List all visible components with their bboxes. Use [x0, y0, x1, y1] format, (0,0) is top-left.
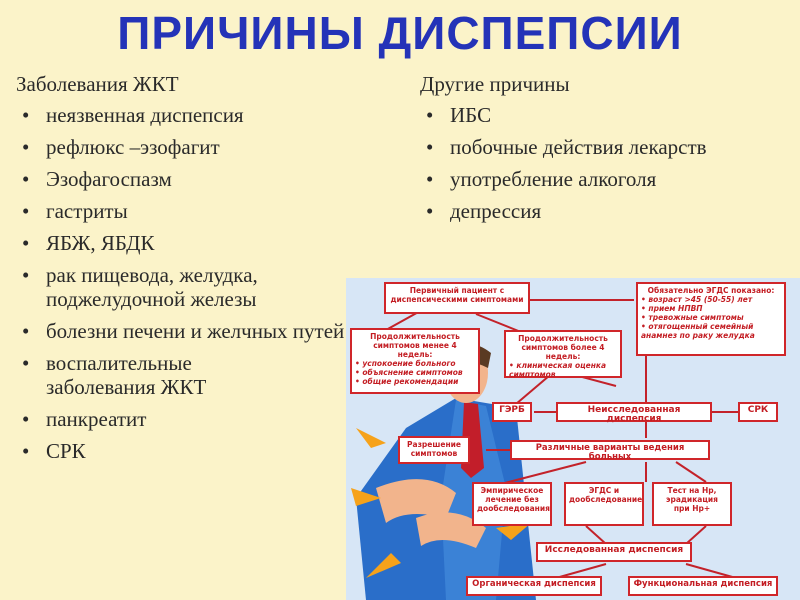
list-item: •СРК: [22, 439, 86, 463]
list-item: •гастриты: [22, 199, 128, 223]
symptom-resolution-box: Разрешение симптомов: [398, 436, 470, 464]
empirical-treatment-box: Эмпирическое лечение без дообследования: [472, 482, 552, 526]
other-causes-column: Другие причины •ИБС •побочные действия л…: [420, 72, 790, 231]
gi-diseases-heading: Заболевания ЖКТ: [16, 72, 179, 96]
functional-dyspepsia-box: Функциональная диспепсия: [628, 576, 778, 596]
list-item: •панкреатит: [22, 407, 147, 431]
egds-indications-box: Обязательно ЭГДС показано: возраст >45 (…: [636, 282, 786, 356]
dyspepsia-flowchart: Первичный пациент с диспепсическими симп…: [346, 278, 800, 600]
organic-dyspepsia-box: Органическая диспепсия: [466, 576, 602, 596]
gi-diseases-column: Заболевания ЖКТ •неязвенная диспепсия •р…: [16, 72, 376, 471]
list-item: •рефлюкс –эзофагит: [22, 135, 220, 159]
uninvestigated-dyspepsia-box: Неисследованная диспепсия: [556, 402, 712, 424]
investigated-dyspepsia-box: Исследованная диспепсия: [536, 542, 692, 562]
management-options-box: Различные варианты ведения больных: [510, 440, 710, 462]
list-item: •ИБС: [426, 103, 492, 127]
under-4-weeks-box: Продолжительность симптомов менее 4 неде…: [350, 328, 480, 394]
gerd-box: ГЭРБ: [492, 402, 532, 422]
over-4-weeks-box: Продолжительность симптомов более 4 неде…: [504, 330, 622, 379]
other-causes-heading: Другие причины: [420, 72, 570, 96]
list-item: •болезни печени и желчных путей: [22, 319, 345, 343]
ibs-box: СРК: [738, 402, 778, 422]
list-item: •рак пищевода, желудка, поджелудочной же…: [22, 263, 258, 311]
list-item: •побочные действия лекарств: [426, 135, 707, 159]
list-item: •неязвенная диспепсия: [22, 103, 244, 127]
list-item: •ЯБЖ, ЯБДК: [22, 231, 155, 255]
hp-test-box: Тест на Hp, эрадикация при Hp+: [652, 482, 732, 526]
list-item: •употребление алкоголя: [426, 167, 657, 191]
primary-patient-box: Первичный пациент с диспепсическими симп…: [384, 282, 530, 314]
slide-title: ПРИЧИНЫ ДИСПЕПСИИ: [117, 7, 683, 59]
gi-diseases-list: •неязвенная диспепсия •рефлюкс –эзофагит…: [16, 103, 376, 463]
egds-workup-box: ЭГДС и дообследование: [564, 482, 644, 526]
list-item: •воспалительные заболевания ЖКТ: [22, 351, 207, 399]
other-causes-list: •ИБС •побочные действия лекарств •употре…: [420, 103, 790, 223]
list-item: •Эзофагоспазм: [22, 167, 172, 191]
list-item: •депрессия: [426, 199, 542, 223]
